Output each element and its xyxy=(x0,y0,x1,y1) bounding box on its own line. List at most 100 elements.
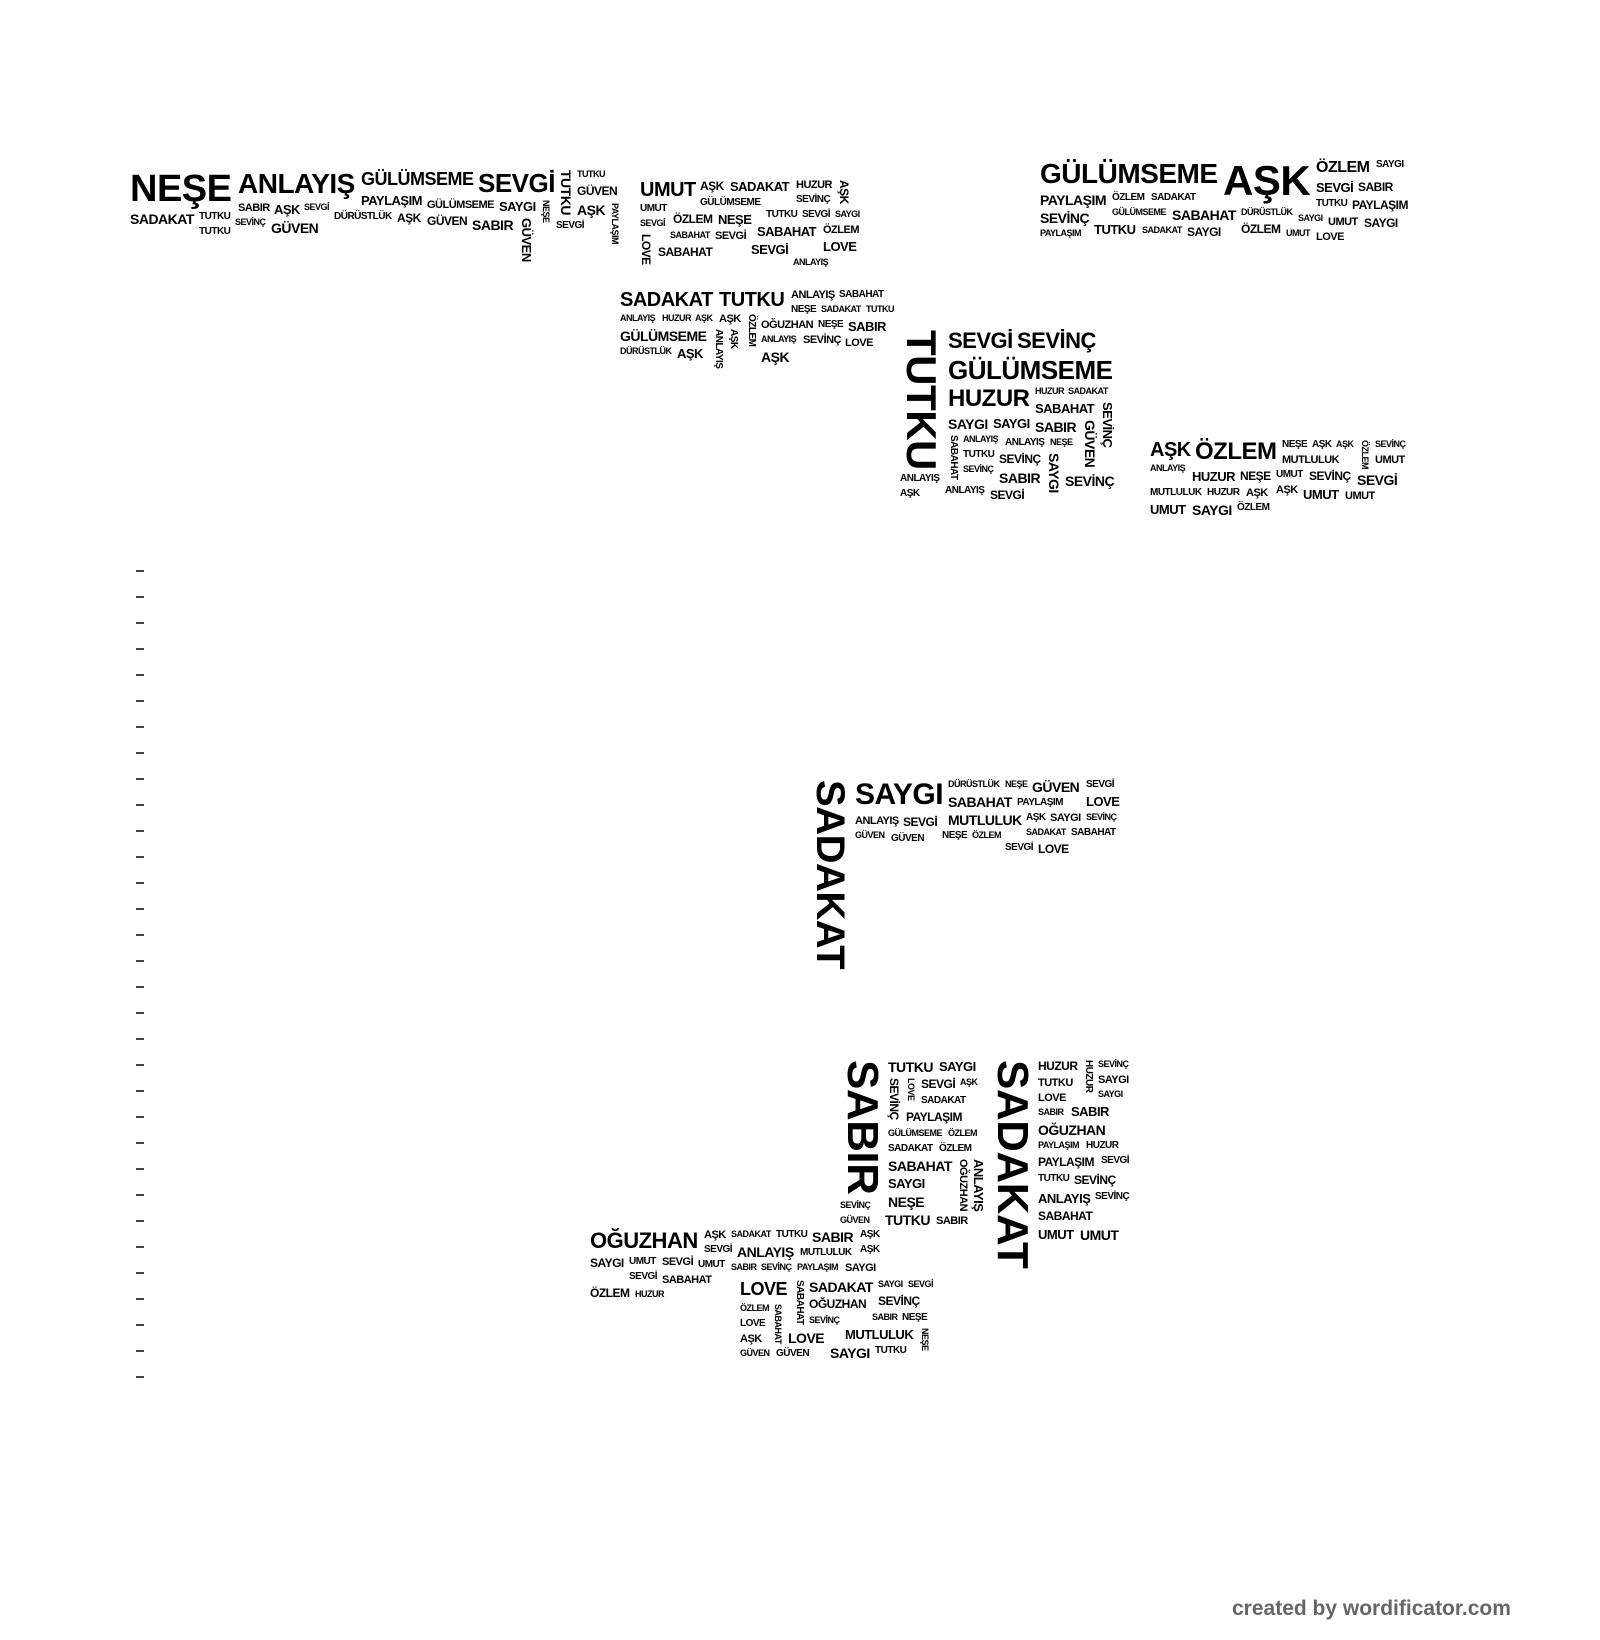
cloud-word-large: NEŞE xyxy=(130,168,232,210)
tiny-word-mark xyxy=(136,570,144,572)
cloud-word: SABAHAT xyxy=(757,224,817,239)
cloud-word: MUTLULUK xyxy=(800,1247,852,1258)
cloud-word: PAYLAŞIM xyxy=(1040,192,1107,208)
cloud-word: GÜVEN xyxy=(577,184,618,198)
cloud-word-large: GÜLÜMSEME xyxy=(361,169,474,189)
tiny-word-mark xyxy=(136,1220,144,1222)
cloud-word: SEVİNÇ xyxy=(1074,1173,1116,1187)
cloud-word: ÖZLEM xyxy=(823,224,860,236)
cloud-word: AŞK xyxy=(1276,484,1298,496)
cloud-word: GÜLÜMSEME xyxy=(1112,207,1167,217)
cloud-word-large: TUTKU xyxy=(719,289,785,311)
cloud-word: TUTKU xyxy=(1038,1077,1073,1089)
cloud-word: SAYGI xyxy=(1050,812,1081,824)
cloud-word: SEVGİ xyxy=(1101,1155,1130,1166)
tiny-word-mark xyxy=(136,986,144,988)
tiny-word-mark xyxy=(136,1350,144,1352)
cloud-word: ANLAYIŞ xyxy=(713,329,724,369)
cloud-word: AŞK xyxy=(740,1333,762,1345)
cloud-word: NEŞE xyxy=(718,212,752,227)
cloud-word: LOVE xyxy=(1038,1092,1066,1104)
tiny-word-mark xyxy=(136,1194,144,1196)
cloud-word: SEVİNÇ xyxy=(999,452,1041,466)
cloud-word-large: TUTKU xyxy=(898,330,945,470)
cloud-word: GÜVEN xyxy=(855,830,885,840)
cloud-word: LOVE xyxy=(845,337,873,349)
cloud-word: TUTKU xyxy=(885,1212,930,1228)
cloud-word: TUTKU xyxy=(1094,222,1136,237)
cloud-word: AŞK xyxy=(1312,439,1332,450)
cloud-word: DÜRÜSTLÜK xyxy=(1241,207,1293,217)
cloud-word: GÜVEN xyxy=(1082,420,1098,468)
tiny-word-mark xyxy=(136,1168,144,1170)
cloud-word-large: OĞUZHAN xyxy=(590,1228,698,1253)
cloud-word: UMUT xyxy=(629,1256,656,1267)
cloud-word: HUZUR xyxy=(1086,1140,1119,1151)
cloud-word: SADAKAT xyxy=(731,1229,771,1239)
cloud-word: GÜVEN xyxy=(1032,779,1080,795)
cloud-word: SABIR xyxy=(999,470,1041,486)
cloud-word: HUZUR xyxy=(1038,1059,1078,1073)
cloud-word: PAYLAŞIM xyxy=(361,193,423,208)
cloud-word: GÜVEN xyxy=(776,1348,810,1359)
cloud-word: ÖZLEM xyxy=(1237,502,1270,513)
cloud-word: SAYGI xyxy=(499,199,536,214)
cloud-word: OĞUZHAN xyxy=(957,1159,969,1212)
cloud-word: ANLAYIŞ xyxy=(945,485,985,496)
cloud-word: TUTKU xyxy=(776,1229,808,1240)
cloud-word: NEŞE xyxy=(1240,469,1271,483)
cloud-word: GÜVEN xyxy=(891,833,925,844)
cloud-word: HUZUR xyxy=(796,179,833,191)
credit-text[interactable]: created by wordificator.com xyxy=(1232,1597,1511,1620)
cloud-word: SADAKAT xyxy=(1142,225,1182,235)
tiny-word-mark xyxy=(136,1246,144,1248)
cloud-word: UMUT xyxy=(1345,490,1375,502)
cloud-word: AŞK xyxy=(397,211,421,225)
cloud-word: TUTKU xyxy=(199,226,231,237)
tiny-word-mark xyxy=(136,1064,144,1066)
cloud-word: MUTLULUK xyxy=(1282,454,1340,466)
cloud-word: LOVE xyxy=(823,239,857,254)
cloud-word: LOVE xyxy=(639,234,653,265)
cloud-word: SABAHAT xyxy=(1071,827,1116,838)
cloud-word: SABAHAT xyxy=(839,289,884,300)
cloud-word: PAYLAŞIM xyxy=(906,1110,963,1124)
cloud-word: ANLAYIŞ xyxy=(1038,1191,1091,1206)
cloud-word: SEVGİ xyxy=(1005,842,1034,853)
cloud-word: SEVİNÇ xyxy=(803,334,841,346)
cloud-word: SABAHAT xyxy=(773,1304,783,1344)
cloud-word: ÖZLEM xyxy=(1241,222,1281,236)
cloud-word: GÜVEN xyxy=(519,218,534,262)
cloud-word: SAYGI xyxy=(939,1059,976,1074)
cloud-word: SABAHAT xyxy=(1038,1209,1093,1223)
cloud-word: SABIR xyxy=(238,202,270,214)
cloud-word: SADAKAT xyxy=(1068,386,1108,396)
cloud-word: TUTKU xyxy=(199,211,231,222)
cloud-word: LOVE xyxy=(1086,794,1120,809)
cloud-word: ÖZLEM xyxy=(740,1303,770,1313)
cloud-word: DÜRÜSTLÜK xyxy=(334,211,392,222)
cloud-word: SABIR xyxy=(731,1262,757,1272)
cloud-word: AŞK xyxy=(677,346,703,361)
tiny-word-mark xyxy=(136,700,144,702)
cloud-word-large: HUZUR xyxy=(948,385,1030,412)
cloud-word: AŞK xyxy=(860,1229,880,1240)
cloud-word: SEVİNÇ xyxy=(1086,812,1117,822)
tiny-word-mark xyxy=(136,1376,144,1378)
tiny-word-mark xyxy=(136,1038,144,1040)
cloud-word-large: GÜLÜMSEME xyxy=(1040,158,1218,189)
cloud-word: SEVGİ xyxy=(704,1244,733,1255)
cloud-word: NEŞE xyxy=(920,1328,930,1351)
cloud-word: SAYGI xyxy=(993,416,1030,431)
cloud-word: SADAKAT xyxy=(921,1095,966,1106)
cloud-word: ANLAYIŞ xyxy=(963,434,999,444)
cloud-word: SEVİNÇ xyxy=(878,1294,920,1308)
cloud-word: SAYGI xyxy=(830,1345,870,1361)
cloud-word: SAYGI xyxy=(888,1176,925,1191)
cloud-word: SABAHAT xyxy=(888,1158,952,1174)
cloud-word: ANLAYIŞ xyxy=(1005,437,1045,448)
cloud-word: NEŞE xyxy=(818,319,844,330)
cloud-word: OĞUZHAN xyxy=(1038,1122,1106,1138)
cloud-word: SEVİNÇ xyxy=(1065,473,1115,489)
